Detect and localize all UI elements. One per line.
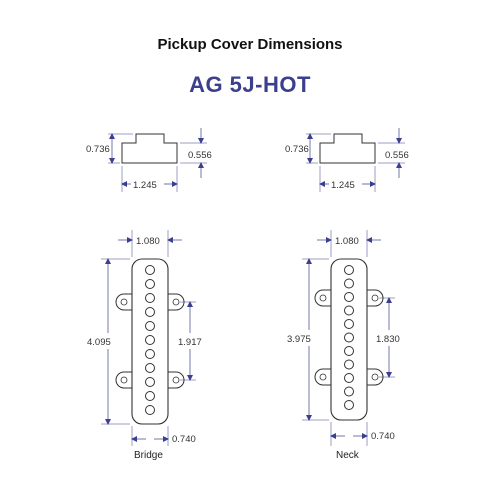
pole-piece (344, 265, 354, 275)
dim-length: 3.975 (287, 334, 311, 345)
pole-piece (145, 321, 155, 331)
pole-piece (145, 377, 155, 387)
pole-piece (145, 349, 155, 359)
pole-piece (145, 293, 155, 303)
dim-bottom-width: 0.740 (172, 434, 196, 445)
pole-piece (145, 405, 155, 415)
pickup-body (330, 258, 368, 421)
pole-piece (344, 346, 354, 356)
pickup-body (131, 258, 169, 425)
cover-side-profile (319, 133, 376, 164)
cover-side-profile (121, 133, 178, 164)
dim-top-width: 1.080 (136, 236, 160, 247)
pole-piece (145, 391, 155, 401)
pole-piece (145, 307, 155, 317)
caption-neck: Neck (336, 450, 360, 461)
dim-width: 1.245 (133, 180, 157, 191)
pole-piece (344, 305, 354, 316)
pole-piece (344, 332, 354, 343)
model-name: AG 5J-HOT (189, 72, 311, 97)
mount-ear-lower (115, 371, 132, 389)
dim-bottom-width: 0.740 (371, 431, 395, 442)
pole-pieces (344, 265, 354, 410)
pole-piece (145, 363, 155, 373)
dim-height-total: 0.736 (285, 144, 309, 155)
dim-width: 1.245 (331, 180, 355, 191)
pole-piece (344, 292, 354, 302)
pole-piece (145, 265, 155, 275)
dim-height-body: 0.556 (385, 150, 409, 161)
dim-top-width: 1.080 (335, 236, 359, 247)
dim-length: 4.095 (87, 337, 111, 348)
dim-height-total: 0.736 (86, 144, 110, 155)
dim-mount-spacing: 1.917 (178, 337, 202, 348)
top-view-neck: 1.080 3.975 1.830 0.740 Neck (287, 230, 400, 461)
pole-piece (344, 386, 354, 397)
pole-piece (344, 400, 354, 410)
mount-ear-upper (115, 293, 132, 311)
dim-height-body: 0.556 (188, 150, 212, 161)
pole-pieces (145, 265, 155, 415)
pole-piece (145, 279, 155, 289)
dim-mount-spacing: 1.830 (376, 334, 400, 345)
mount-ear-lower (314, 368, 331, 386)
top-view-bridge: 1.080 4.095 1.917 0.740 Bridge (87, 230, 202, 461)
pole-piece (344, 359, 354, 370)
pole-piece (145, 335, 155, 345)
mount-ear-upper (314, 289, 331, 307)
pole-piece (344, 278, 354, 289)
caption-bridge: Bridge (134, 450, 163, 461)
pole-piece (344, 319, 354, 329)
side-view-left: 0.736 0.556 1.245 (86, 128, 212, 192)
side-view-right: 0.736 0.556 1.245 (285, 128, 409, 192)
page-title: Pickup Cover Dimensions (157, 36, 343, 53)
pole-piece (344, 373, 354, 383)
